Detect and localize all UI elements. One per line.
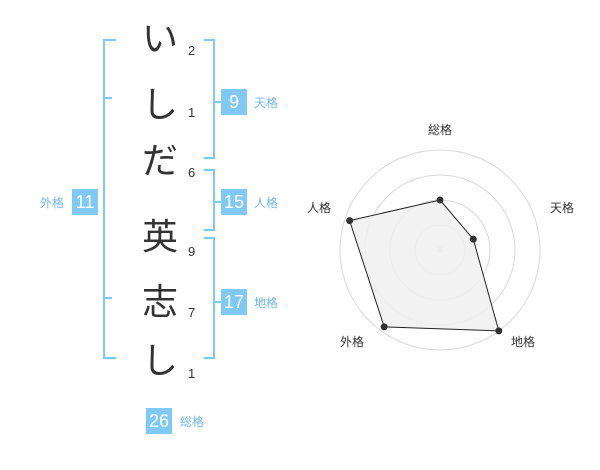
- name-char-1: い: [141, 19, 178, 60]
- radar-axis-label-soukaku: 総格: [428, 123, 453, 137]
- radar-point-2: [469, 235, 477, 243]
- jinkaku-badge: 15: [221, 189, 248, 215]
- chikaku-label: 地格: [254, 296, 279, 310]
- radar-axis-label-jinkaku: 人格: [307, 201, 332, 215]
- radar-ring-4: [339, 149, 541, 351]
- radar-point-3: [495, 327, 503, 335]
- radar-point-5: [346, 217, 354, 225]
- radar-axis-label-tenkaku: 天格: [550, 201, 575, 215]
- tenkaku-bracket: [204, 39, 215, 159]
- soukaku-label: 総格: [180, 415, 205, 429]
- name-char-6: し: [141, 341, 178, 382]
- radar-point-1: [436, 196, 444, 204]
- gaikaku-label: 外格: [40, 196, 65, 210]
- radar-series: [346, 196, 503, 335]
- name-char-3: だ: [141, 141, 178, 182]
- stroke-count-4: 9: [188, 244, 196, 259]
- stroke-count-5: 7: [188, 305, 196, 320]
- radar-polygon: [348, 199, 500, 332]
- tenkaku-label: 天格: [254, 96, 279, 110]
- outer-bracket: [103, 39, 116, 359]
- jinkaku-bracket: [204, 169, 215, 231]
- radar-axis-label-gaikaku: 外格: [340, 335, 365, 349]
- stroke-count-1: 2: [188, 43, 196, 58]
- chikaku-bracket: [204, 237, 215, 359]
- radar-point-4: [380, 323, 388, 331]
- stroke-count-3: 6: [188, 165, 196, 180]
- chikaku-badge: 17: [221, 289, 248, 315]
- soukaku-badge: 26: [146, 408, 173, 434]
- name-char-2: し: [141, 85, 178, 126]
- radar-axis-label-chikaku: 地格: [511, 335, 536, 349]
- name-char-5: 志: [141, 282, 178, 323]
- stroke-count-6: 1: [188, 366, 196, 381]
- gaikaku-badge: 11: [72, 189, 98, 215]
- tenkaku-badge: 9: [221, 89, 247, 115]
- stroke-count-2: 1: [188, 105, 196, 120]
- jinkaku-label: 人格: [254, 196, 279, 210]
- name-char-4: 英: [141, 217, 178, 258]
